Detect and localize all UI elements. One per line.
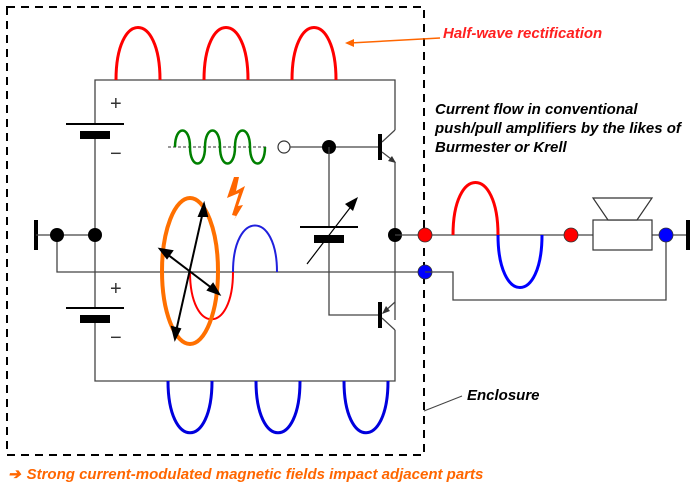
pointer-arrowhead [345,39,354,47]
battery-plus-sign: + [110,278,122,300]
speaker-blue-node [658,227,674,243]
halfwave-loop [290,26,338,81]
variable-battery-icon [300,197,358,265]
junction-dot [50,228,64,242]
bias-wire [328,243,380,316]
halfwave-pointer-arrow [349,37,441,44]
input-signal-wave [173,129,267,165]
battery-icon [66,123,124,235]
top-supply-rail [94,79,396,130]
bottom-supply-rail [94,318,396,382]
input-terminal [277,140,291,154]
lightning-bolt-icon [227,177,245,220]
halfwave-loop [202,26,250,81]
current-flow-description: Current flow in conventional push/pull a… [435,101,681,156]
output-negative-halfwave [496,234,544,289]
return-wire [425,235,667,301]
halfwave-loop [342,380,390,435]
halfwave-loop [166,380,214,435]
halfwave-loop [254,380,302,435]
footer-note: ➔ Strong current-modulated magnetic field… [8,465,483,483]
field-vector-arrows [157,200,222,342]
enclosure-boundary [6,6,425,456]
coupled-halfwave-blue [232,224,278,273]
battery-plus-sign: + [110,93,122,115]
halfwave-loop [114,26,162,81]
enclosure-pointer [423,395,463,412]
pnp-transistor-icon [378,301,396,331]
output-positive-halfwave [451,181,500,236]
negative-halfwave-loops [166,380,390,435]
speaker-red-node [563,227,579,243]
battery-minus-sign: − [110,327,122,349]
loudspeaker-icon [591,197,654,251]
right-arrow-icon: ➔ [8,466,21,483]
magnetic-field-loop [160,196,220,346]
ground-wire [56,235,424,273]
output-red-node [417,227,433,243]
battery-minus-sign: − [110,143,122,165]
enclosure-label: Enclosure [467,387,540,404]
half-wave-rectification-label: Half-wave rectification [443,25,603,42]
npn-transistor-icon [378,129,396,320]
positive-halfwave-loops [114,26,338,81]
footer-text: Strong current-modulated magnetic fields… [26,466,484,483]
junction-dot [88,228,102,242]
